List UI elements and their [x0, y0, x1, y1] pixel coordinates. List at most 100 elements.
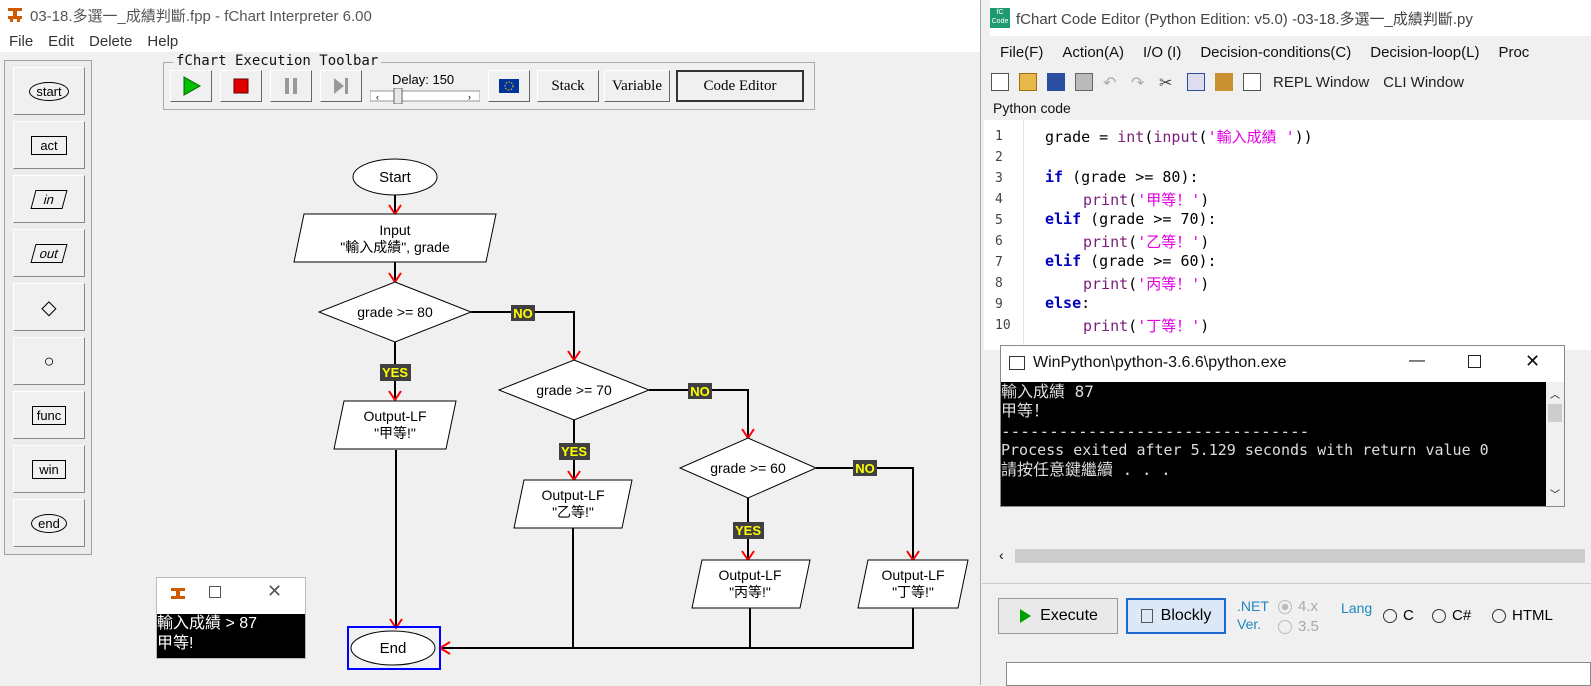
copy-icon[interactable]: [1187, 73, 1205, 91]
blockly-button[interactable]: Blockly: [1126, 598, 1226, 634]
no-tag-3: [853, 460, 877, 476]
repl-window-button[interactable]: REPL Window: [1273, 73, 1370, 91]
menu-edit[interactable]: Edit: [48, 32, 75, 50]
shape-palette: start act in out ◇ ○ func win end: [4, 60, 92, 555]
palette-end-button[interactable]: end: [13, 499, 85, 547]
execute-button[interactable]: Execute: [998, 598, 1118, 634]
delay-label: Delay: 150: [392, 72, 455, 87]
redo-icon[interactable]: ↷: [1131, 75, 1145, 92]
menu-decision-loop[interactable]: Decision-loop(L): [1370, 43, 1480, 61]
lang-c-radio[interactable]: C: [1383, 607, 1414, 624]
scroll-down-icon[interactable]: ﹀: [1550, 490, 1560, 501]
stop-button[interactable]: [220, 70, 262, 102]
flowchart-diagram: Start Input "輸入成績", grade grade >= 80 gr…: [293, 158, 969, 670]
palette-connector-button[interactable]: ○: [13, 337, 85, 385]
yes-tag-3: [733, 522, 764, 539]
save-icon[interactable]: [1047, 73, 1065, 91]
no-tag-2: [688, 383, 712, 399]
palette-out-button[interactable]: out: [13, 229, 85, 277]
open-folder-icon[interactable]: [1019, 73, 1037, 91]
code-editor-toolbar: ↶ ↷ ✂ REPL Window CLI Window: [981, 68, 1591, 96]
menu-file[interactable]: File: [9, 32, 34, 50]
decision-grade-60-label: grade >= 60: [710, 460, 786, 476]
console-scrollbar[interactable]: ︿ ﹀: [1546, 382, 1564, 506]
console-title: WinPython\python-3.6.6\python.exe: [1033, 354, 1287, 371]
palette-func-button[interactable]: func: [13, 391, 85, 439]
console-icon: [1009, 356, 1025, 370]
lang-label: Lang: [1341, 600, 1373, 616]
step-button[interactable]: [320, 70, 362, 102]
document-icon[interactable]: [1243, 73, 1261, 91]
palette-in-button[interactable]: in: [13, 175, 85, 223]
line-number: 10: [995, 318, 1011, 333]
console-output: 輸入成績 87 甲等！ ----------------------------…: [1001, 382, 1546, 506]
left-menu-bar: File Edit Delete Help: [0, 30, 980, 52]
palette-win-button[interactable]: win: [13, 445, 85, 493]
output-node-3: [691, 559, 811, 609]
menu-help[interactable]: Help: [147, 32, 179, 50]
hscroll-thumb[interactable]: [1015, 549, 1585, 563]
menu-decision-conditions[interactable]: Decision-conditions(C): [1200, 43, 1352, 61]
menu-file-f[interactable]: File(F): [1000, 43, 1044, 61]
undo-icon[interactable]: ↶: [1103, 75, 1117, 92]
output-node-1-label: Output-LF: [363, 408, 426, 424]
code-line-3: if (grade >= 80):: [1045, 168, 1199, 186]
scroll-thumb[interactable]: [1548, 404, 1562, 422]
bottom-input-area[interactable]: [1006, 662, 1591, 686]
net-4x-radio[interactable]: 4.x: [1278, 598, 1318, 615]
paste-icon[interactable]: [1215, 73, 1233, 91]
output-node-4-value: "丁等!": [892, 584, 934, 600]
close-icon[interactable]: ✕: [1525, 351, 1541, 371]
menu-action[interactable]: Action(A): [1062, 43, 1125, 61]
code-line-7: elif (grade >= 60):: [1045, 252, 1217, 270]
lang-html-radio[interactable]: HTML: [1492, 607, 1553, 624]
python-console-window: WinPython\python-3.6.6\python.exe — ✕ 輸入…: [1000, 345, 1565, 507]
menu-io[interactable]: I/O (I): [1143, 43, 1182, 61]
close-icon[interactable]: ✕: [267, 581, 283, 601]
lang-html-label: HTML: [1512, 607, 1553, 624]
decision-grade-80: [317, 281, 473, 343]
output-node-4-label: Output-LF: [881, 567, 944, 583]
delay-slider[interactable]: ‹›: [370, 88, 480, 104]
flag-button[interactable]: [488, 70, 530, 102]
maximize-icon[interactable]: [1468, 355, 1481, 368]
new-file-icon[interactable]: [991, 73, 1009, 91]
fchart-app-icon: [8, 8, 22, 22]
line-number: 6: [995, 234, 1003, 249]
net-label: .NET: [1237, 598, 1269, 614]
output-node-3-value: "丙等!": [729, 584, 771, 600]
menu-delete[interactable]: Delete: [89, 32, 133, 50]
lang-c-label: C: [1403, 607, 1414, 624]
lang-csharp-label: C#: [1452, 607, 1472, 624]
scroll-up-icon[interactable]: ︿: [1550, 390, 1560, 401]
code-horizontal-scrollbar[interactable]: ‹: [995, 547, 1591, 565]
minimize-icon[interactable]: —: [1409, 352, 1425, 369]
stack-button[interactable]: Stack: [537, 70, 599, 102]
console-line-5: 請按任意鍵繼續 . . .: [1001, 460, 1171, 479]
print-icon[interactable]: [1075, 73, 1093, 91]
variable-button[interactable]: Variable: [604, 70, 670, 102]
start-node: [352, 158, 438, 196]
cli-window-button[interactable]: CLI Window: [1383, 73, 1465, 91]
scroll-left-icon[interactable]: ‹: [999, 547, 1004, 563]
blockly-icon: [1140, 609, 1153, 623]
pause-button[interactable]: [270, 70, 312, 102]
net-35-radio[interactable]: 3.5: [1278, 618, 1319, 635]
palette-decision-button[interactable]: ◇: [13, 283, 85, 331]
line-number: 7: [995, 255, 1003, 270]
code-line-1: grade = int(input('輸入成績 ')): [1045, 128, 1313, 146]
lang-csharp-radio[interactable]: C#: [1432, 607, 1471, 624]
line-number: 5: [995, 213, 1003, 228]
run-button[interactable]: [170, 70, 212, 102]
cut-icon[interactable]: ✂: [1159, 75, 1173, 92]
no-label-3: NO: [855, 461, 875, 476]
code-editor-area[interactable]: [984, 120, 1591, 350]
code-editor-button[interactable]: Code Editor: [676, 70, 804, 102]
code-editor-menu-bar: File(F) Action(A) I/O (I) Decision-condi…: [981, 36, 1591, 68]
menu-proc[interactable]: Proc: [1498, 43, 1530, 61]
maximize-icon[interactable]: [209, 586, 221, 598]
palette-act-button[interactable]: act: [13, 121, 85, 169]
palette-start-button[interactable]: start: [13, 67, 85, 115]
